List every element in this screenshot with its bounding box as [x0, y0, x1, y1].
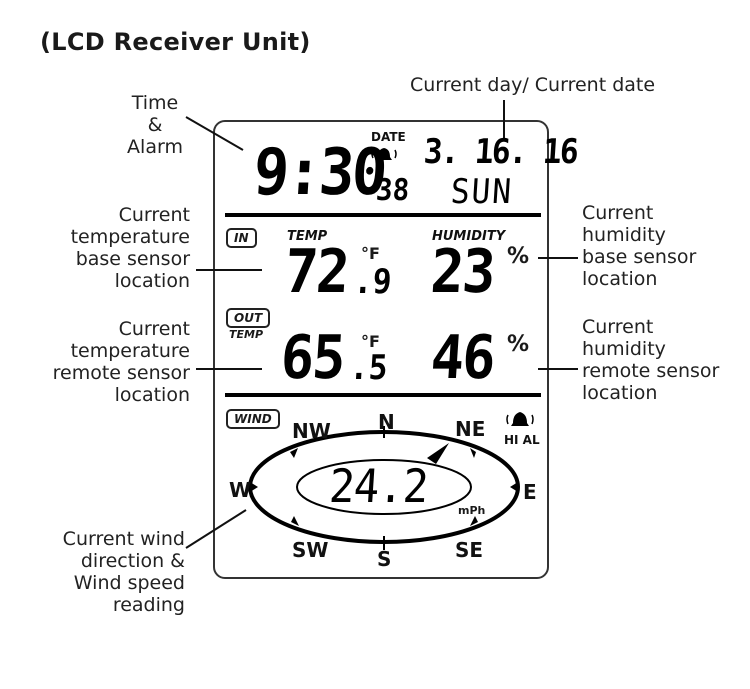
callout-line: remote sensor — [52, 362, 190, 384]
callout-line: location — [114, 270, 190, 292]
indoor-temp-decimal-display: .9 — [352, 262, 396, 302]
outdoor-temp-decimal-display: .5 — [348, 348, 392, 388]
out-badge: OUT — [226, 308, 271, 328]
divider-bottom — [225, 393, 541, 397]
callout-wind: Current wind direction & Wind speed read… — [30, 528, 185, 616]
leader-line-wind — [185, 509, 247, 549]
callout-line: humidity — [582, 338, 666, 360]
compass-sw: SW — [292, 538, 329, 562]
compass-se: SE — [455, 538, 484, 562]
compass-nw: NW — [292, 419, 331, 443]
outdoor-temp-decimal: .5 — [348, 348, 389, 388]
callout-line: Current — [582, 202, 654, 224]
wind-badge: WIND — [226, 409, 280, 429]
callout-line: location — [582, 268, 658, 290]
date-display: 3. 16. 16 — [422, 132, 591, 172]
callout-line: temperature — [70, 226, 190, 248]
callout-temp-remote: Current temperature remote sensor locati… — [30, 318, 190, 406]
wind-speed-value: 24.2 — [327, 459, 430, 513]
indoor-temp-unit: °F — [361, 244, 380, 263]
callout-line: Current — [118, 318, 190, 340]
callout-line: Current wind — [62, 528, 185, 550]
callout-line: base sensor — [75, 248, 190, 270]
outdoor-humidity-unit: % — [507, 332, 530, 357]
indoor-humidity-display: 23 — [429, 237, 501, 307]
callout-temp-base: Current temperature base sensor location — [40, 204, 190, 292]
callout-line: Current — [118, 204, 190, 226]
callout-humidity-base: Current humidity base sensor location — [582, 202, 742, 290]
indoor-humidity-unit: % — [507, 244, 530, 269]
wind-alarm-bell-icon — [506, 412, 534, 426]
callout-line: & — [147, 114, 163, 136]
callout-line: humidity — [582, 224, 666, 246]
callout-line: temperature — [70, 340, 190, 362]
callout-time-alarm: Time & Alarm — [110, 92, 200, 158]
out-temp-label: TEMP — [229, 328, 264, 341]
compass-w: W — [229, 478, 252, 502]
callout-line: Alarm — [127, 136, 183, 158]
in-badge: IN — [226, 228, 257, 248]
outdoor-temp-main: 65 — [278, 323, 346, 393]
callout-line: Time — [131, 92, 179, 114]
indoor-humidity-value: 23 — [428, 237, 496, 307]
divider-top — [225, 213, 541, 217]
callout-line: reading — [112, 594, 185, 616]
callout-line: Current — [582, 316, 654, 338]
outdoor-temp-display: 65 — [279, 323, 351, 393]
temp-label: TEMP — [287, 229, 328, 244]
compass-tick-e — [510, 482, 518, 492]
callout-line: location — [582, 382, 658, 404]
callout-line: location — [114, 384, 190, 406]
compass-tick-w — [250, 482, 258, 492]
compass-inner-ring — [296, 459, 472, 515]
alarm-bell-icon — [371, 148, 397, 160]
day-value: SUN — [449, 172, 515, 212]
outdoor-humidity-value: 46 — [428, 323, 496, 393]
compass-e: E — [523, 480, 537, 504]
seconds-value: 38 — [374, 173, 411, 208]
indoor-temp-display: 72 — [283, 237, 355, 307]
compass-tick-ne — [470, 448, 476, 458]
figure-title: (LCD Receiver Unit) — [40, 28, 311, 56]
compass-ne: NE — [455, 417, 486, 441]
wind-speed-unit: mPh — [458, 504, 486, 517]
hi-al-label: HI AL — [504, 433, 540, 447]
date-value: 3. 16. 16 — [422, 132, 579, 172]
time-value: 9:30 — [251, 136, 387, 210]
callout-humidity-remote: Current humidity remote sensor location — [582, 316, 747, 404]
compass-tick-nw — [290, 448, 298, 458]
indoor-temp-decimal: .9 — [352, 262, 393, 302]
callout-line: base sensor — [582, 246, 697, 268]
wind-speed-display: 24.2 — [327, 459, 438, 513]
compass-tick-se — [470, 516, 478, 526]
outdoor-humidity-display: 46 — [429, 323, 501, 393]
lcd-panel — [213, 120, 549, 579]
callout-day-date: Current day/ Current date — [410, 74, 656, 96]
compass-tick-sw — [291, 516, 299, 526]
outdoor-temp-unit: °F — [361, 332, 380, 351]
day-display: SUN — [449, 172, 519, 212]
indoor-temp-main: 72 — [282, 237, 350, 307]
humidity-label: HUMIDITY — [432, 229, 506, 244]
compass-n: N — [378, 410, 395, 434]
callout-line: remote sensor — [582, 360, 720, 382]
compass-s: S — [377, 547, 392, 571]
leader-line-time — [185, 116, 244, 151]
wind-direction-pointer — [427, 443, 449, 464]
date-label: DATE — [371, 130, 406, 144]
callout-line: direction & — [80, 550, 185, 572]
seconds-display: 38 — [374, 173, 413, 208]
callout-line: Wind speed — [73, 572, 185, 594]
